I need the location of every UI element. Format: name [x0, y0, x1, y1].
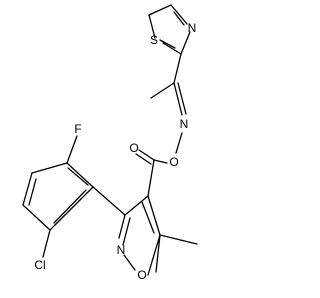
atom-label-o-ester-link: O — [169, 155, 178, 169]
bond — [28, 178, 37, 206]
bond — [155, 234, 161, 273]
bond — [147, 195, 161, 236]
bond — [147, 234, 161, 276]
bond — [22, 204, 51, 231]
bond — [42, 229, 51, 258]
bond — [180, 31, 191, 55]
bond — [177, 82, 187, 115]
bond — [118, 214, 126, 239]
bond — [123, 254, 136, 271]
bond — [135, 153, 152, 165]
bond — [49, 186, 94, 231]
phenyl-ring — [22, 135, 126, 258]
bond — [153, 159, 168, 164]
molecule-structure: S N N O O F Cl N O — [22, 4, 198, 282]
bond — [173, 11, 185, 26]
atom-label-f: F — [74, 122, 81, 136]
atom-label-o-carbonyl: O — [129, 141, 138, 155]
bond — [141, 201, 155, 234]
bond — [147, 159, 155, 197]
bond — [173, 53, 182, 84]
atom-label-n-thiazole: N — [188, 21, 197, 35]
bond — [67, 167, 89, 186]
bond — [92, 186, 126, 216]
bond — [66, 135, 78, 164]
atom-label-n-isoxazole: N — [117, 243, 126, 257]
bond — [159, 234, 198, 245]
thiazole-ring — [148, 4, 191, 55]
bond — [175, 132, 183, 154]
oxime-chain — [150, 53, 187, 164]
atom-label-cl: Cl — [34, 258, 45, 272]
bond — [122, 217, 131, 246]
bond — [138, 149, 155, 161]
bond — [22, 172, 33, 206]
bond — [148, 4, 172, 16]
bond — [159, 39, 176, 49]
bond — [150, 82, 175, 99]
bond — [170, 4, 188, 25]
bond — [162, 42, 182, 55]
bond — [31, 162, 68, 174]
atom-label-s: S — [150, 33, 158, 47]
bond — [66, 162, 94, 188]
bond — [53, 189, 87, 224]
atom-label-o-isoxazole: O — [137, 268, 146, 282]
bond — [173, 82, 183, 116]
atom-label-n-oxime: N — [180, 117, 189, 131]
ester-carbonyl — [135, 149, 155, 197]
bond — [124, 195, 149, 216]
bond — [148, 14, 156, 39]
isoxazole-ring — [118, 195, 198, 276]
